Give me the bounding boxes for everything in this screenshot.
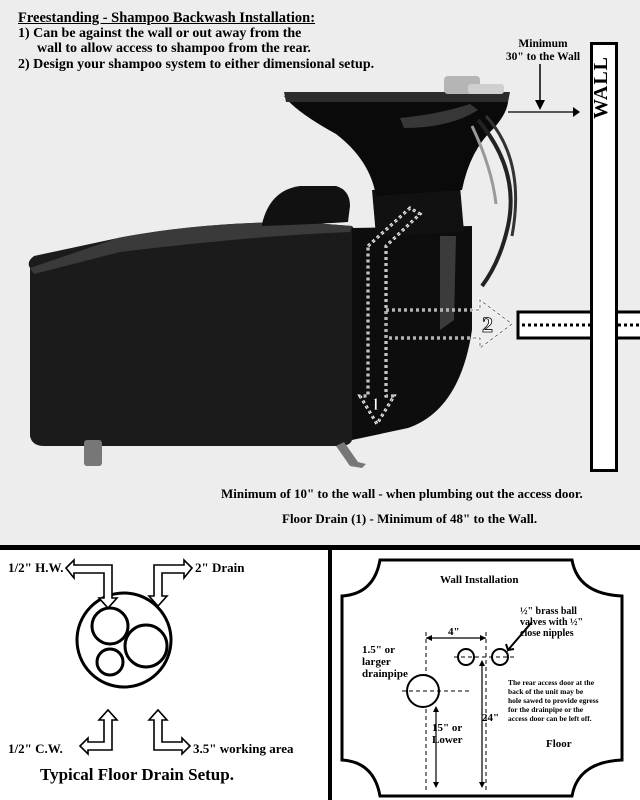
- floor-label: Floor: [546, 738, 572, 750]
- working-area-label: 3.5" working area: [193, 741, 294, 756]
- hot-water-circle: [90, 606, 130, 646]
- page-title: Freestanding - Shampoo Backwash Installa…: [18, 10, 316, 26]
- chair-leg-front: [84, 440, 102, 466]
- pedestal-shine: [440, 236, 456, 330]
- valves-line-3: close nipples: [520, 628, 574, 639]
- note-1: 1) Can be against the wall or out away f…: [18, 26, 311, 56]
- valves-line-1: ½" brass ball: [520, 606, 577, 617]
- note-line-5: access door can be left off.: [508, 714, 592, 723]
- dim-15-top-head: [433, 706, 439, 712]
- valves-label: ½" brass ball valves with ½" close nippl…: [520, 606, 583, 639]
- valve-pointer-arrow: [505, 621, 533, 652]
- dim-15-line-2: Lower: [432, 734, 463, 746]
- cold-water-circle: [95, 647, 125, 677]
- marker-1: 1: [371, 394, 380, 414]
- minimum-dim-head: [573, 107, 580, 117]
- note-line-4: for the drainpipe or the: [508, 705, 584, 714]
- cw-label: 1/2" C.W.: [8, 741, 63, 756]
- backwash-unit-illustration: 2 1: [28, 64, 640, 468]
- caption-floor-drain: Floor Drain (1) - Minimum of 48" to the …: [282, 511, 538, 526]
- dim-24-top-head: [479, 660, 485, 666]
- chair-body: [28, 222, 355, 446]
- dim-15-line-1: 15" or: [432, 722, 463, 734]
- dim-24-label: 24": [482, 712, 500, 724]
- faucet-spout: [468, 84, 504, 94]
- chair-leg-rear: [336, 442, 366, 468]
- note-line-2: back of the unit may be: [508, 687, 584, 696]
- dim-4-right-head: [480, 635, 486, 641]
- drain-arrow-1-outline: [359, 207, 421, 425]
- wall-arrow-2-outline: [385, 299, 513, 349]
- hw-label: 1/2" H.W.: [8, 560, 64, 575]
- dim-4-label: 4": [448, 626, 460, 638]
- wall-installation-title: Wall Installation: [440, 574, 519, 586]
- dim-4-left-head: [426, 635, 432, 641]
- wall-box: [590, 42, 618, 472]
- bowl-neck: [372, 186, 464, 236]
- bowl-rim: [284, 92, 510, 102]
- dim-24-bottom-head: [479, 782, 485, 788]
- minimum-label: Minimum 30" to the Wall: [498, 38, 588, 64]
- drainpipe-line-2: larger: [362, 656, 391, 668]
- floor-drain-diagram: [64, 558, 194, 756]
- caption-access-door: Minimum of 10" to the wall - when plumbi…: [221, 486, 583, 501]
- wall-label: WALL: [590, 56, 612, 119]
- access-door-note: The rear access door at the back of the …: [508, 678, 599, 723]
- drainpipe-label: 1.5" or larger drainpipe: [362, 644, 408, 680]
- wall-installation-diagram: [340, 558, 624, 798]
- hose-3: [470, 125, 498, 205]
- drain-label: 2" Drain: [195, 560, 245, 575]
- minimum-arrow-head: [535, 100, 545, 110]
- cw-arrow: [78, 708, 119, 756]
- wall-installation-panel: Wall Installation 4" ½" brass ball valve…: [332, 550, 640, 800]
- drainpipe-line-3: drainpipe: [362, 668, 408, 680]
- hose-2: [484, 114, 518, 237]
- dim-15-label: 15" or Lower: [432, 722, 463, 746]
- drain-circle: [123, 623, 169, 669]
- dim-15-bottom-head: [433, 782, 439, 788]
- vertical-divider: [328, 550, 332, 800]
- chair-headrest: [262, 186, 350, 226]
- minimum-label-line-1: Minimum: [518, 38, 568, 50]
- drainpipe-line-1: 1.5" or: [362, 644, 395, 656]
- marker-2: 2: [482, 312, 493, 337]
- note-1-line-1: 1) Can be against the wall or out away f…: [18, 26, 302, 41]
- note-line-3: hole sawed to provide egress: [508, 696, 599, 705]
- floor-drain-caption: Typical Floor Drain Setup.: [40, 765, 234, 784]
- drain-arrow: [147, 558, 194, 608]
- hw-arrow: [64, 558, 119, 610]
- chair-seat-highlight: [30, 222, 352, 274]
- bowl-shine: [400, 104, 478, 128]
- note-2: 2) Design your shampoo system to either …: [18, 57, 375, 72]
- working-area-arrow: [147, 708, 192, 756]
- note-1-line-2: wall to allow access to shampoo from the…: [37, 41, 311, 56]
- valves-line-2: valves with ½": [520, 617, 584, 628]
- minimum-label-line-2: 30" to the Wall: [505, 51, 581, 63]
- hose: [476, 118, 513, 288]
- note-line-1: The rear access door at the: [508, 678, 595, 687]
- horizontal-divider: [0, 545, 640, 550]
